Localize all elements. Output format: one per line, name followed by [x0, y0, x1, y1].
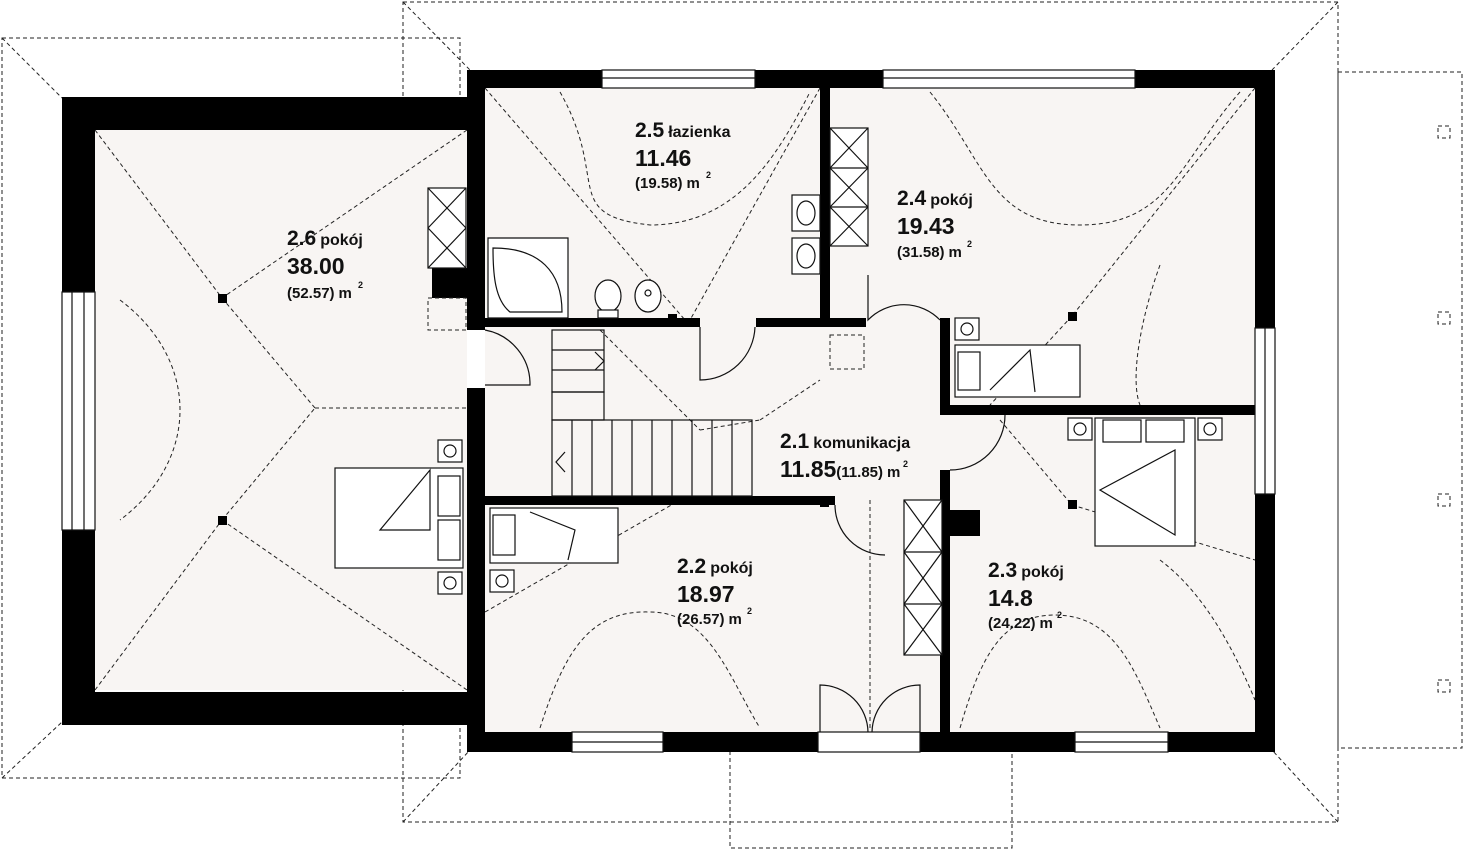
svg-text:(31.58)m: (31.58)m	[897, 244, 962, 261]
sink-icon	[791, 194, 821, 275]
nightstand-icon	[437, 317, 1223, 595]
svg-text:38.00: 38.00	[287, 253, 345, 279]
svg-text:(26.57)m: (26.57)m	[677, 611, 742, 628]
svg-text:2: 2	[903, 459, 908, 469]
svg-text:(19.58)m: (19.58)m	[635, 175, 700, 192]
svg-text:11.46: 11.46	[635, 145, 691, 171]
svg-text:(52.57)m: (52.57)m	[287, 285, 352, 302]
windows	[61, 69, 1276, 753]
toilet-icon	[594, 279, 622, 319]
svg-text:(24.22)m: (24.22)m	[988, 615, 1053, 632]
slope-markers	[218, 294, 1077, 525]
furniture	[334, 127, 1223, 656]
staircase	[551, 329, 753, 497]
svg-text:2: 2	[1057, 610, 1062, 620]
svg-text:18.97: 18.97	[677, 581, 735, 607]
svg-text:2: 2	[706, 170, 711, 180]
svg-text:19.43: 19.43	[897, 213, 955, 239]
svg-text:2: 2	[967, 239, 972, 249]
svg-text:14.8: 14.8	[988, 585, 1033, 611]
bidet-icon	[634, 279, 662, 313]
bathtub-icon	[487, 237, 569, 319]
vent-symbols	[1437, 125, 1451, 693]
svg-text:2: 2	[358, 280, 363, 290]
doors	[484, 275, 1006, 733]
walls	[62, 70, 1275, 752]
svg-text:2: 2	[747, 606, 752, 616]
svg-text:11.85(11.85)m: 11.85(11.85)m	[780, 456, 900, 482]
